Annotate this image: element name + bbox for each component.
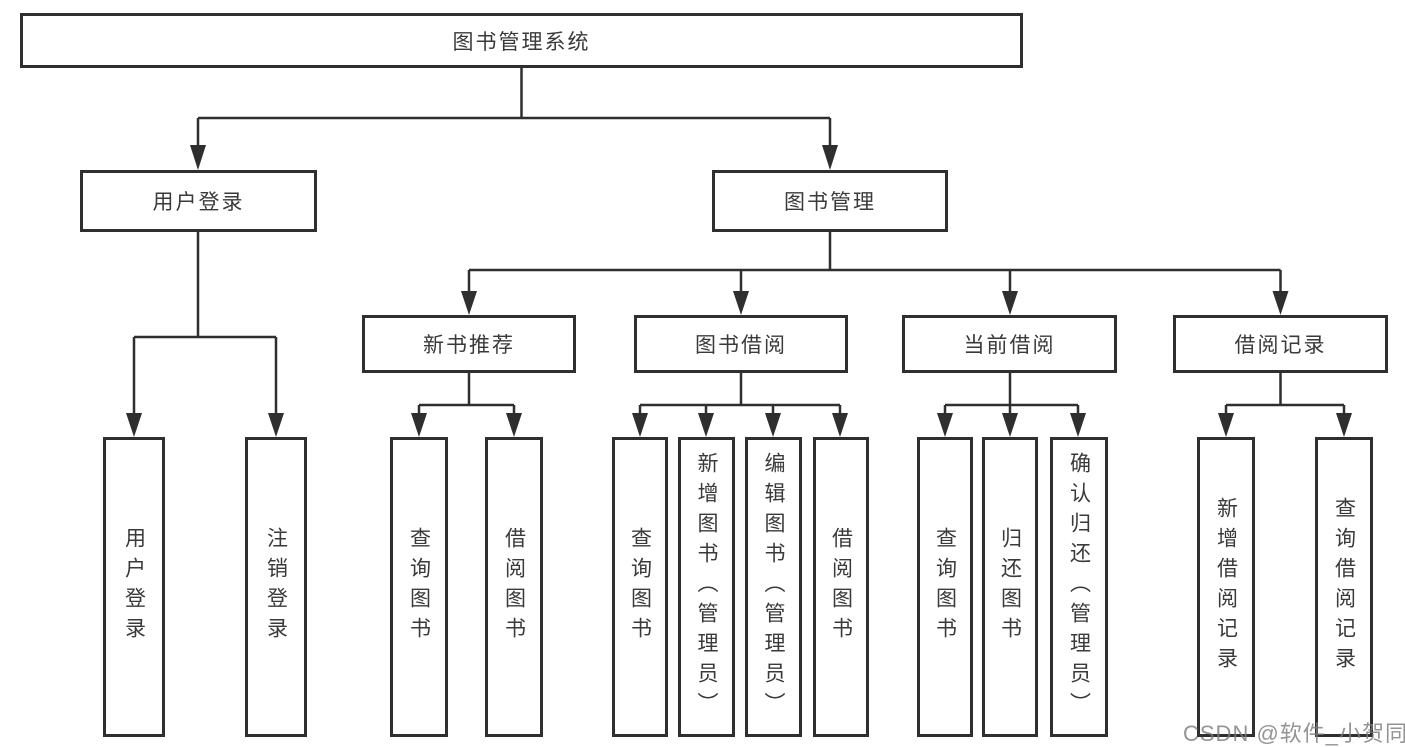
arrowhead-icon <box>268 413 284 437</box>
leaf-add-book-admin: 新增图书（管理员） <box>678 437 735 737</box>
node-book-borrow: 图书借阅 <box>634 315 848 373</box>
node-library-management-system: 图书管理系统 <box>20 13 1023 68</box>
leaf-query-books-borrow: 查询图书 <box>612 437 668 737</box>
arrowhead-group-level3 <box>461 291 1289 315</box>
arrowhead-icon <box>1002 291 1018 315</box>
leaf-return-book: 归还图书 <box>982 437 1038 737</box>
arrowhead-icon <box>190 145 206 170</box>
leaf-user-login: 用户登录 <box>103 437 165 737</box>
connector-book-borrow <box>638 373 842 420</box>
csdn-watermark: CSDN @软件_小贺同学 <box>1183 721 1405 746</box>
connector-user-login <box>132 232 278 420</box>
arrowhead-icon <box>765 413 781 437</box>
leaf-query-books-current: 查询图书 <box>917 437 973 737</box>
arrowhead-group-new-book <box>411 413 522 437</box>
leaf-add-borrow-record: 新增借阅记录 <box>1197 437 1255 737</box>
leaf-borrow-books-recommend: 借阅图书 <box>485 437 543 737</box>
arrowhead-icon <box>411 413 427 437</box>
arrowhead-icon <box>733 291 749 315</box>
connector-current-borrow <box>943 373 1080 420</box>
leaf-query-books-recommend: 查询图书 <box>390 437 448 737</box>
arrowhead-group-current-borrow <box>937 413 1086 437</box>
node-current-borrow: 当前借阅 <box>902 315 1117 373</box>
arrowhead-icon <box>632 413 648 437</box>
leaf-confirm-return-admin: 确认归还（管理员） <box>1050 437 1108 737</box>
arrowhead-icon <box>1218 413 1234 437</box>
arrowhead-icon <box>1336 413 1352 437</box>
leaf-query-borrow-record: 查询借阅记录 <box>1315 437 1373 737</box>
connector-borrow-records <box>1224 373 1346 420</box>
connector-root <box>196 68 832 150</box>
arrowhead-group-book-borrow <box>632 413 848 437</box>
node-borrow-records: 借阅记录 <box>1173 315 1388 373</box>
leaf-edit-book-admin: 编辑图书（管理员） <box>745 437 802 737</box>
arrowhead-group-borrow-records <box>1218 413 1352 437</box>
arrowhead-group-level2 <box>190 145 838 170</box>
node-book-management: 图书管理 <box>712 170 948 232</box>
arrowhead-icon <box>822 145 838 170</box>
connector-book-management <box>467 232 1282 298</box>
arrowhead-icon <box>832 413 848 437</box>
arrowhead-icon <box>937 413 953 437</box>
leaf-borrow-books: 借阅图书 <box>813 437 869 737</box>
arrowhead-icon <box>461 291 477 315</box>
arrowhead-icon <box>698 413 714 437</box>
arrowhead-icon <box>1272 291 1289 315</box>
arrowhead-group-user-login <box>126 413 284 437</box>
arrowhead-icon <box>506 413 522 437</box>
arrowhead-icon <box>1070 413 1086 437</box>
node-new-book-recommend: 新书推荐 <box>362 315 576 373</box>
arrowhead-icon <box>126 413 142 437</box>
leaf-logout-login: 注销登录 <box>245 437 307 737</box>
arrowhead-icon <box>1002 413 1018 437</box>
connector-new-book-recommend <box>417 373 516 420</box>
node-user-login: 用户登录 <box>80 170 317 232</box>
